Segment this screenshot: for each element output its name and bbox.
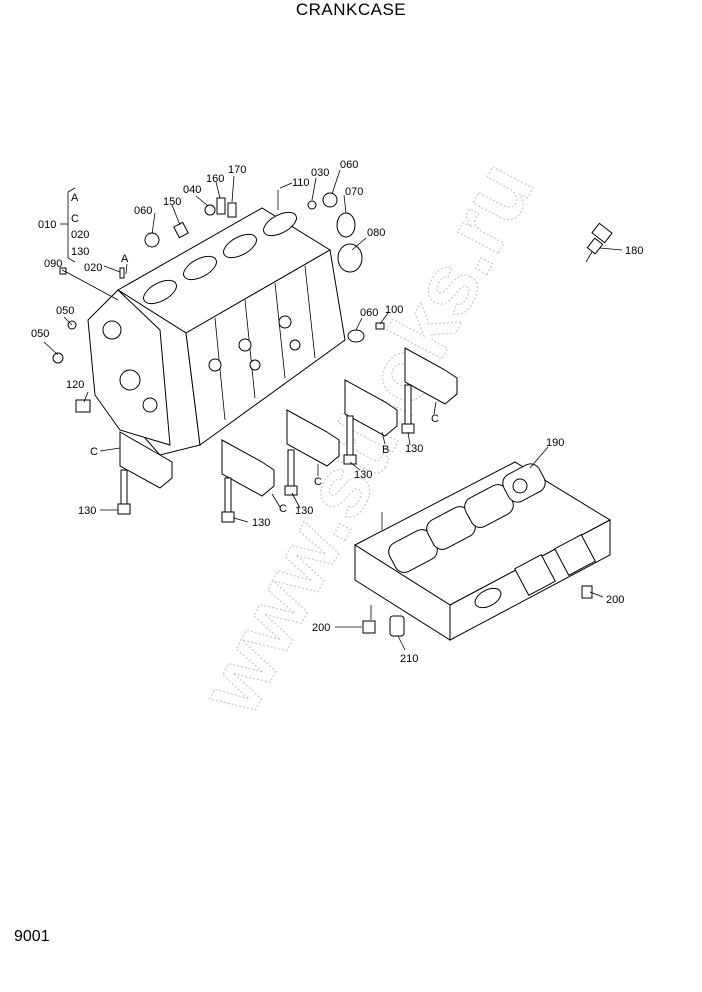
callout-labels: A C 020 130 010 090 020 A 050 050 120 06… (31, 159, 643, 665)
callout-090: 090 (44, 258, 62, 270)
lower-crankcase (353, 461, 612, 641)
callout-020: 020 (84, 262, 102, 274)
callout-210: 210 (400, 653, 418, 665)
front-plate (87, 289, 171, 446)
callout-160: 160 (206, 173, 224, 185)
main-bearing-bolts (117, 384, 415, 523)
callout-080: 080 (367, 227, 385, 239)
bracket-label-a: A (71, 192, 79, 204)
callout-060-right: 060 (360, 307, 378, 319)
leader-lines (43, 169, 623, 651)
callout-100: 100 (385, 304, 403, 316)
callout-200-left: 200 (312, 622, 330, 634)
callout-040: 040 (183, 184, 201, 196)
bracket-label-130: 130 (71, 246, 89, 258)
oil-pressure-switch (585, 222, 613, 263)
callout-120: 120 (66, 379, 84, 391)
callout-130-right: 130 (405, 443, 423, 455)
small-parts (52, 190, 385, 413)
callout-060-top: 060 (340, 159, 358, 171)
crankcase-bolts (362, 512, 593, 637)
callout-030: 030 (311, 167, 329, 179)
ref-c-left: C (90, 446, 98, 458)
callout-130-left: 130 (78, 505, 96, 517)
ref-c-mid-left: C (279, 503, 287, 515)
page-number: 9001 (14, 928, 50, 945)
callout-110: 110 (292, 177, 310, 189)
callout-150: 150 (163, 196, 181, 208)
callout-010: 010 (38, 219, 56, 231)
callout-130-mid: 130 (295, 505, 313, 517)
cylinder-block (117, 207, 346, 456)
callout-200-right: 200 (606, 594, 624, 606)
ref-c-right: C (431, 413, 439, 425)
bracket-label-020: 020 (71, 229, 89, 241)
page-title: CRANKCASE (295, 0, 407, 19)
callout-180: 180 (625, 245, 643, 257)
callout-170: 170 (228, 164, 246, 176)
bearing-caps (119, 347, 458, 497)
ref-b: B (382, 444, 389, 456)
bracket-label-c: C (71, 213, 79, 225)
callout-130-mid-right: 130 (354, 469, 372, 481)
ref-a: A (121, 253, 129, 265)
callout-130-mid-left: 130 (252, 517, 270, 529)
callout-050-upper: 050 (56, 305, 74, 317)
callout-070: 070 (345, 186, 363, 198)
callout-060-left: 060 (134, 205, 152, 217)
callout-190: 190 (546, 437, 564, 449)
callout-050-lower: 050 (31, 328, 49, 340)
ref-c-mid: C (314, 476, 322, 488)
